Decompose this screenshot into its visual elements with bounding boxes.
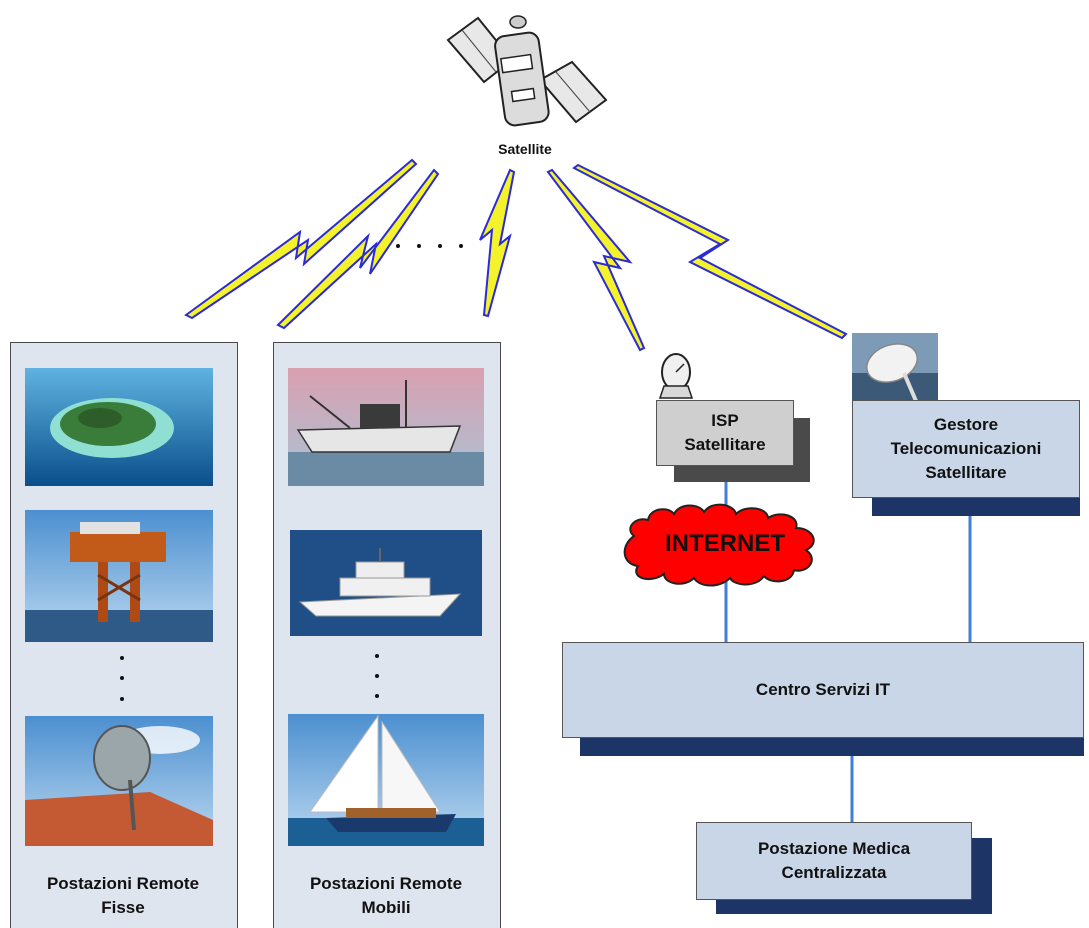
island-photo	[25, 368, 213, 486]
medica-box-line1: Postazione Medica	[757, 839, 911, 858]
lightning-link-fixed	[184, 158, 418, 320]
medica-box-line2: Centralizzata	[781, 863, 887, 882]
isp-box-line2: Satellitare	[684, 435, 766, 454]
oil-platform-photo	[25, 510, 213, 642]
ellipsis-dot	[459, 244, 463, 248]
centro-box: Centro Servizi IT	[562, 642, 1084, 738]
fishing-boat-photo	[288, 368, 484, 486]
ellipsis-dot	[120, 676, 124, 680]
lightning-link-isp	[546, 168, 646, 352]
mobile-stations-label: Postazioni Remote Mobili	[273, 872, 499, 920]
fixed-stations-label-line1: Postazioni Remote	[46, 874, 200, 893]
mobile-stations-label-line2: Mobili	[361, 898, 411, 917]
isp-box-line1: ISP	[711, 411, 739, 430]
gestore-dish-photo	[852, 333, 938, 401]
internet-cloud	[623, 503, 815, 587]
fixed-stations-label-line2: Fisse	[101, 898, 145, 917]
sailboat-photo	[288, 714, 484, 846]
ellipsis-dot	[375, 654, 379, 658]
centro-box-label: Centro Servizi IT	[755, 680, 891, 699]
ellipsis-dot	[417, 244, 421, 248]
lightning-link-mobile-2	[479, 168, 516, 318]
gestore-box-line1: Gestore	[933, 415, 999, 434]
internet-label: INTERNET	[665, 530, 785, 557]
fixed-stations-label: Postazioni Remote Fisse	[10, 872, 236, 920]
lightning-link-gestore	[572, 163, 848, 340]
gestore-box-line3: Satellitare	[925, 463, 1007, 482]
gestore-box: Gestore Telecomunicazioni Satellitare	[852, 400, 1080, 498]
mobile-stations-label-line1: Postazioni Remote	[309, 874, 463, 893]
satellite-label: Satellite	[498, 141, 552, 157]
ellipsis-dot	[120, 697, 124, 701]
ellipsis-dot	[375, 694, 379, 698]
ellipsis-dot	[438, 244, 442, 248]
ellipsis-dot	[375, 674, 379, 678]
isp-box: ISP Satellitare	[656, 400, 794, 466]
satellite-icon	[446, 15, 608, 127]
satellite-dish-on-roof-photo	[25, 716, 213, 846]
lightning-link-mobile-1	[276, 168, 440, 330]
ellipsis-dot	[120, 656, 124, 660]
yacht-photo	[290, 530, 482, 636]
medica-box: Postazione Medica Centralizzata	[696, 822, 972, 900]
isp-dish-icon	[658, 353, 694, 399]
gestore-box-line2: Telecomunicazioni	[890, 439, 1042, 458]
wireless-links	[184, 158, 848, 352]
ellipsis-dot	[396, 244, 400, 248]
